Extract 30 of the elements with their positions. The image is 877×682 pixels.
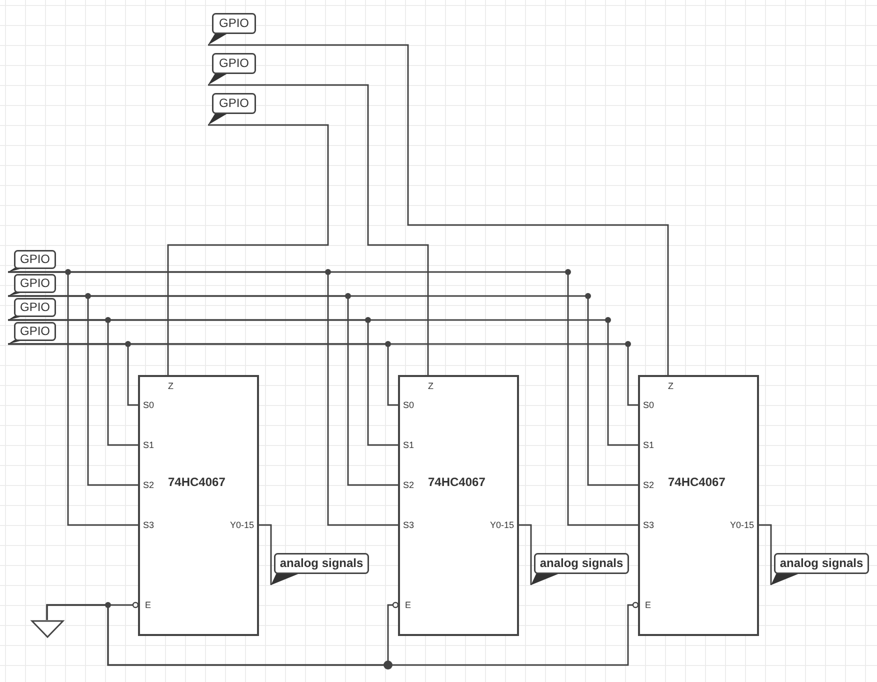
pin-label: Y0-15 (730, 520, 754, 531)
pin-label: Y0-15 (230, 520, 254, 531)
pin-label: S1 (143, 440, 154, 451)
pin-label: Y0-15 (490, 520, 514, 531)
pin-label: S3 (643, 520, 654, 531)
ground-symbol (31, 620, 64, 638)
pin-label: S0 (143, 400, 154, 411)
pin-label: E (405, 600, 412, 611)
pin-label: S2 (403, 480, 414, 491)
pin-label: S3 (143, 520, 154, 531)
wire (8, 343, 638, 406)
pin-label: S2 (643, 480, 654, 491)
wire (208, 84, 429, 375)
pin-label: S1 (643, 440, 654, 451)
pin-label: E (145, 600, 152, 611)
pin-label: E (645, 600, 652, 611)
wire (8, 319, 638, 446)
wire (8, 271, 638, 526)
wire (208, 44, 669, 375)
pin-label: S1 (403, 440, 414, 451)
pin-label: S0 (643, 400, 654, 411)
pin-label: Z (668, 381, 674, 392)
pin-label: S2 (143, 480, 154, 491)
wire (46, 602, 639, 666)
pin-label: Z (428, 381, 434, 392)
pin-label: S0 (403, 400, 414, 411)
pin-label: Z (168, 381, 174, 392)
pin-label: S3 (403, 520, 414, 531)
wire (8, 295, 638, 486)
wire (167, 124, 329, 375)
